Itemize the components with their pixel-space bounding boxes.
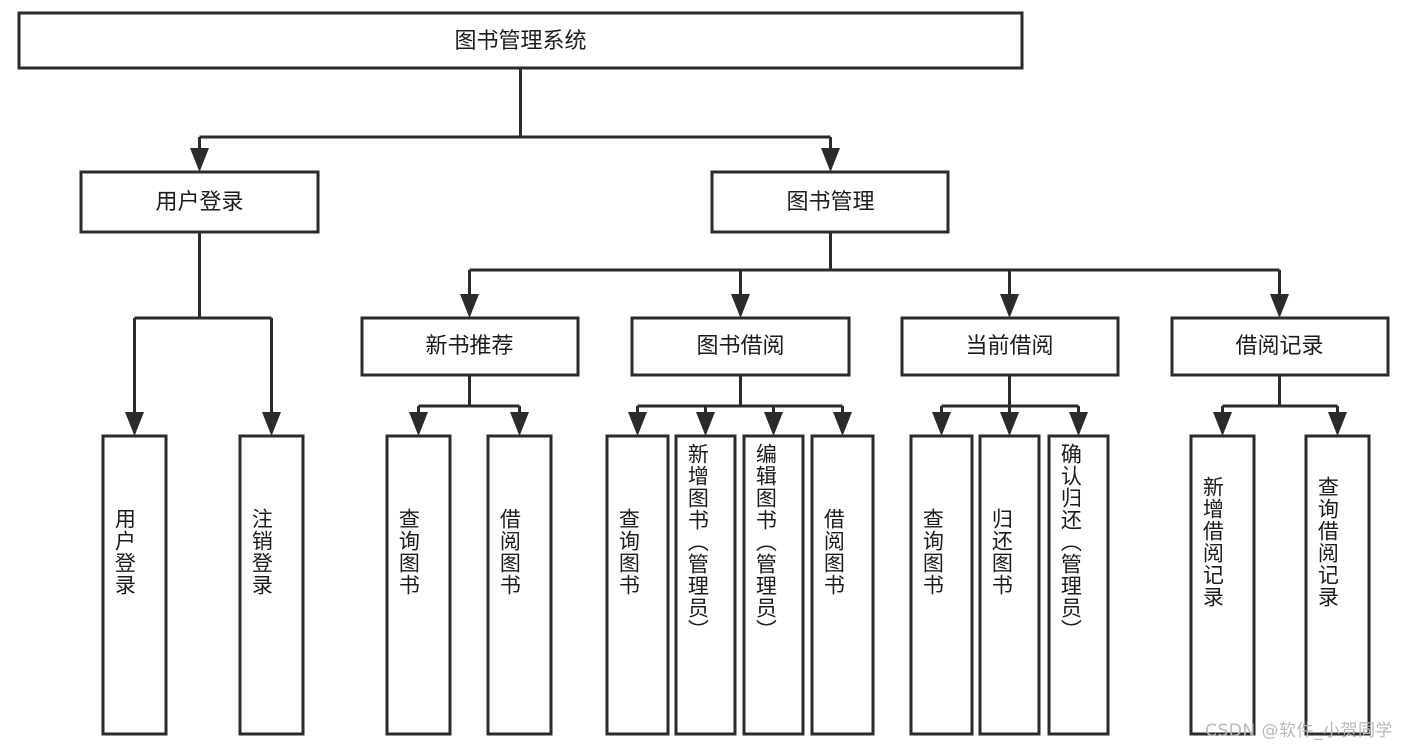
node-leaf-query-book-2[interactable]: [605, 434, 670, 736]
node-borrow-record[interactable]: [1170, 316, 1390, 377]
arrow-borrow-leaf-3: [764, 412, 783, 436]
node-current-borrow[interactable]: [900, 316, 1120, 377]
node-new-book-recommend[interactable]: [360, 316, 580, 377]
arrow-borrow-leaf-1: [628, 412, 647, 436]
arrow-borrow-leaf-4: [833, 412, 852, 436]
node-current-borrow-label: 当前借阅: [965, 334, 1053, 359]
node-root[interactable]: [17, 11, 1024, 70]
arrow-new-leaf-1: [409, 412, 428, 436]
arrow-current-leaf-3: [1069, 412, 1088, 436]
node-leaf-borrow-book-1[interactable]: [486, 434, 553, 736]
arrow-record-leaf-2: [1328, 412, 1347, 436]
arrow-record-leaf-1: [1213, 412, 1232, 436]
csdn-watermark: CSDN @软件_小贺同学: [1205, 721, 1393, 741]
node-leaf-logout[interactable]: [238, 434, 305, 736]
node-leaf-edit-book-admin[interactable]: [742, 434, 805, 736]
node-leaf-user-login[interactable]: [101, 434, 168, 736]
node-leaf-return-book[interactable]: [978, 434, 1041, 736]
node-leaf-add-borrow-record[interactable]: [1189, 434, 1256, 736]
arrow-borrow-leaf-2: [696, 412, 715, 436]
arrow-bookmgmt-to-current: [1000, 294, 1019, 318]
node-book-borrow-label: 图书借阅: [696, 334, 784, 359]
node-book-borrow[interactable]: [630, 316, 851, 377]
node-leaf-confirm-return-admin[interactable]: [1047, 434, 1110, 736]
node-leaf-borrow-book-2[interactable]: [810, 434, 875, 736]
node-root-label: 图书管理系统: [454, 29, 586, 54]
node-new-book-recommend-label: 新书推荐: [425, 334, 513, 359]
arrow-current-leaf-1: [932, 412, 951, 436]
node-leaf-query-book-3[interactable]: [909, 434, 974, 736]
node-book-management-label: 图书管理: [786, 190, 874, 215]
arrow-login-leaf-2: [262, 412, 281, 436]
node-leaf-add-book-admin[interactable]: [674, 434, 737, 736]
arrow-login-leaf-1: [125, 412, 144, 436]
arrow-root-to-login: [190, 148, 209, 172]
arrow-new-leaf-2: [510, 412, 529, 436]
arrow-bookmgmt-to-record: [1270, 294, 1289, 318]
arrow-current-leaf-2: [1000, 412, 1019, 436]
node-user-login[interactable]: [79, 170, 320, 234]
arrow-root-to-bookmgmt: [821, 148, 840, 172]
arrow-bookmgmt-to-new: [460, 294, 479, 318]
node-book-management[interactable]: [710, 170, 950, 234]
node-leaf-query-borrow-record[interactable]: [1304, 434, 1371, 736]
node-user-login-label: 用户登录: [155, 190, 243, 215]
arrow-bookmgmt-to-borrow: [731, 294, 750, 318]
node-borrow-record-label: 借阅记录: [1235, 334, 1323, 359]
node-leaf-query-book-1[interactable]: [385, 434, 452, 736]
